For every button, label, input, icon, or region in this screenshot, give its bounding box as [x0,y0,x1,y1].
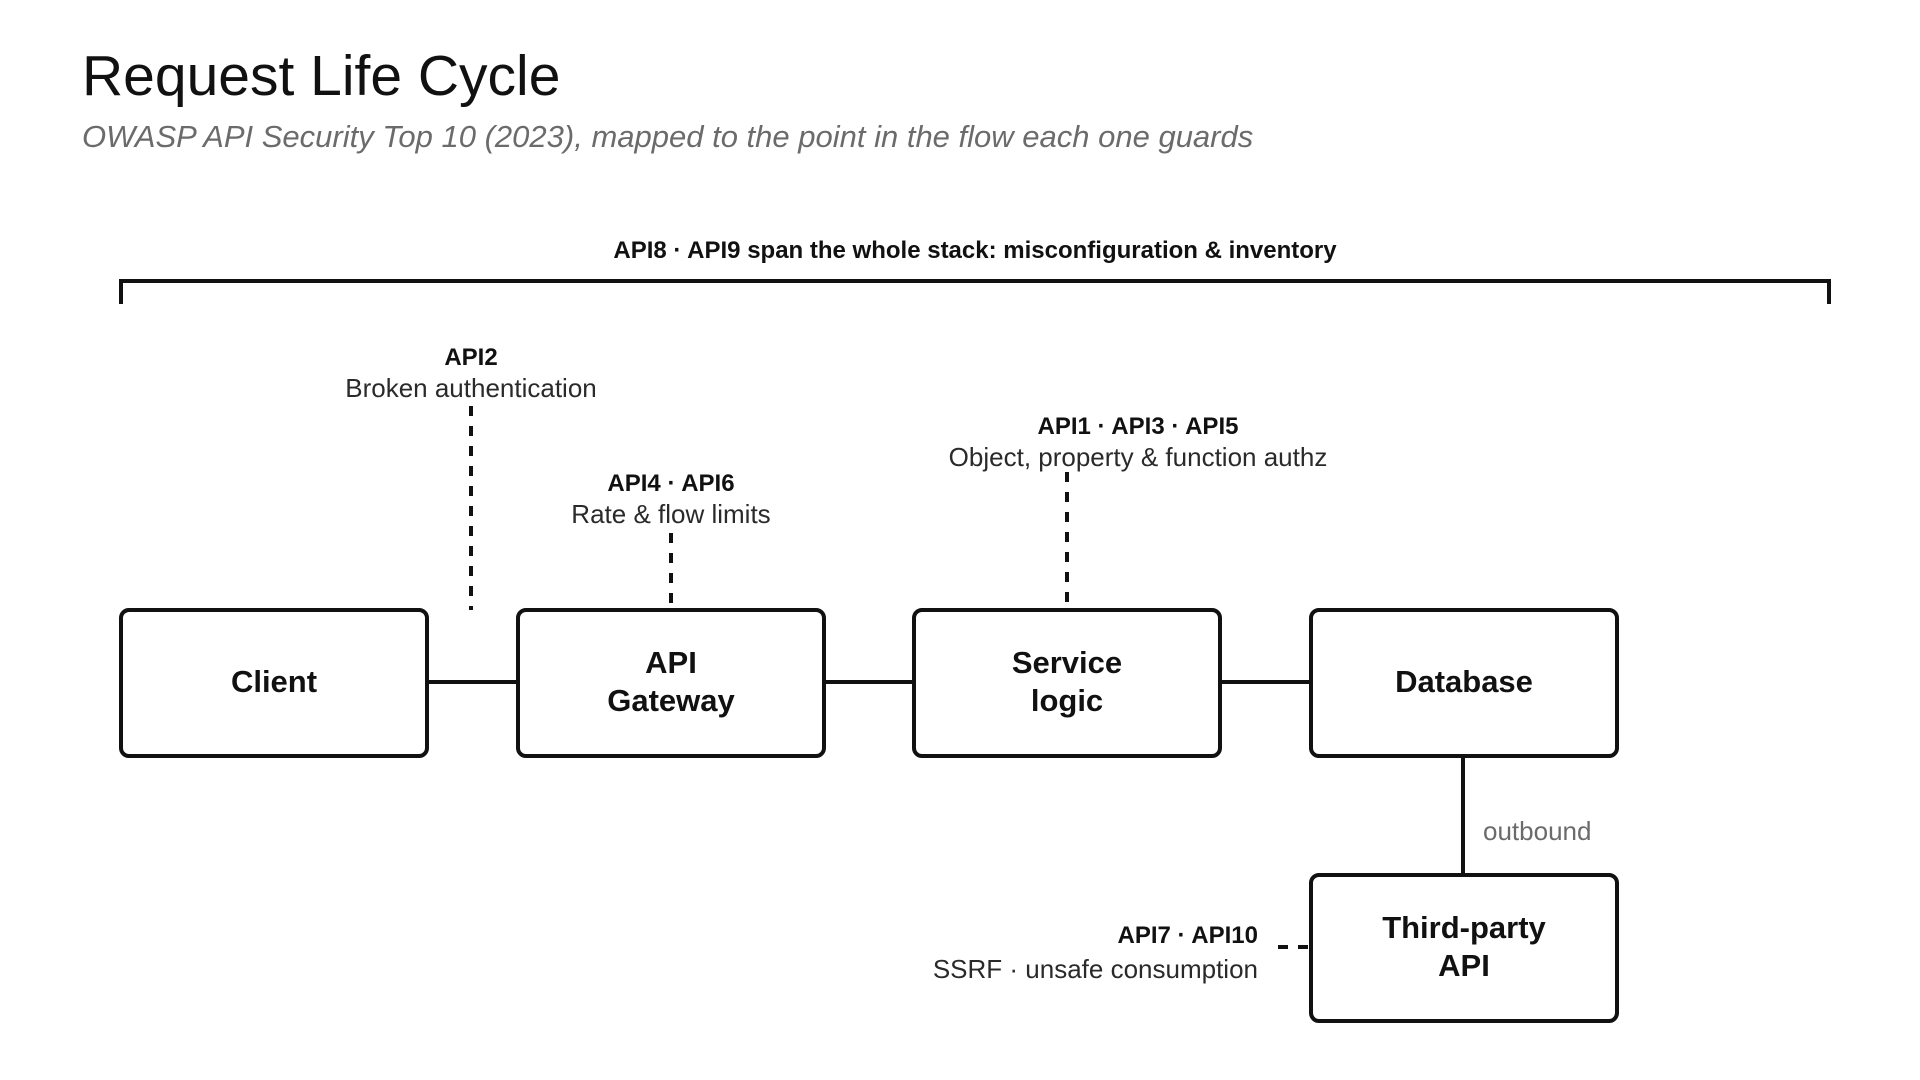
page-title: Request Life Cycle [82,44,560,108]
outbound-label: outbound [1483,816,1591,846]
flow-connectors: outbound [429,680,1591,875]
annotation-api4: API4 · API6 Rate & flow limits [571,470,770,529]
annotation-code: API7 · API10 [1118,922,1259,949]
node-label-line1: Third-party [1382,910,1546,945]
annotation-code: API4 · API6 [607,470,734,497]
annotation-api7: API7 · API10 SSRF · unsafe consumption [933,922,1258,984]
annotation-code: API2 [444,344,497,371]
bracket-line [119,279,1831,304]
annotation-desc: SSRF · unsafe consumption [933,954,1258,984]
node-label: Client [231,664,317,699]
node-third-party-api: Third-party API [1309,873,1619,1023]
annotation-desc: Rate & flow limits [571,499,770,529]
node-label: Database [1395,664,1533,699]
annotation-api1: API1 · API3 · API5 Object, property & fu… [949,413,1328,472]
node-api-gateway: API Gateway [516,608,826,758]
node-client: Client [119,608,429,758]
node-label-line2: API [1438,948,1490,983]
annotation-desc: Object, property & function authz [949,442,1328,472]
bracket-label: API8 · API9 span the whole stack: miscon… [613,237,1337,264]
node-service-logic: Service logic [912,608,1222,758]
node-label-line1: Service [1012,645,1122,680]
annotation-code: API1 · API3 · API5 [1038,413,1239,440]
page-subtitle: OWASP API Security Top 10 (2023), mapped… [82,119,1253,154]
node-database: Database [1309,608,1619,758]
guard-connectors [469,406,1309,949]
node-label-line2: logic [1031,683,1103,718]
whole-stack-bracket: API8 · API9 span the whole stack: miscon… [119,237,1831,304]
node-label-line2: Gateway [607,683,735,718]
annotation-desc: Broken authentication [345,373,597,403]
node-label-line1: API [645,645,697,680]
annotation-api2: API2 Broken authentication [345,344,597,403]
